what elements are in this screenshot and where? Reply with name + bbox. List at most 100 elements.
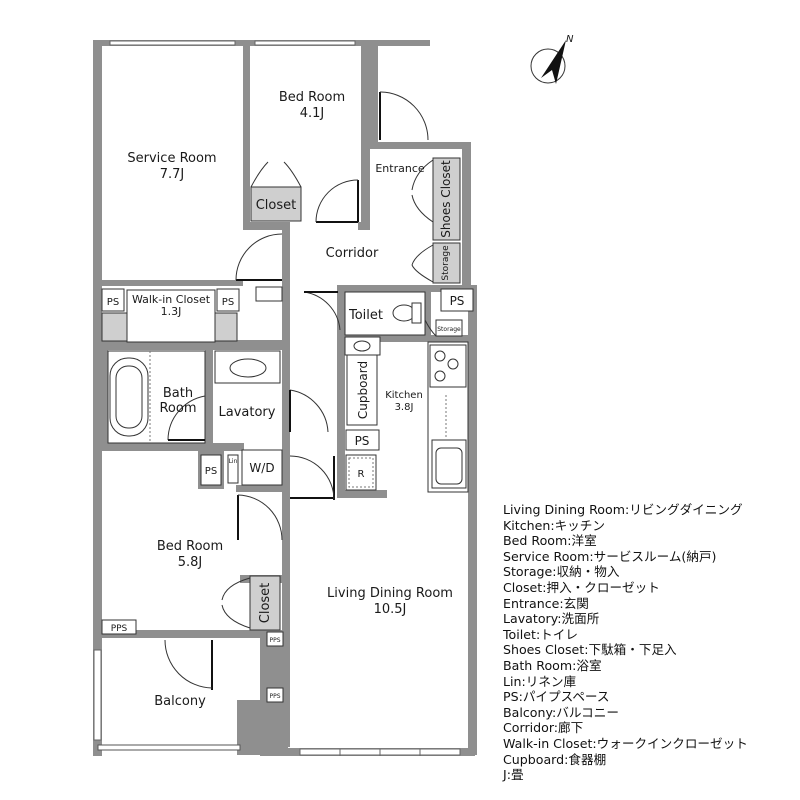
legend-item: Walk-in Closet:ウォークインクローゼット: [503, 735, 748, 751]
wall-bedroom-east: [361, 40, 370, 230]
closet-bedroom2-label: Closet: [258, 583, 273, 624]
legend-item: Lavatory:洗面所: [503, 611, 600, 627]
storage-toilet-label: Storage: [437, 326, 461, 333]
wall-toilet-east: [425, 285, 431, 340]
bedroom2-size: 5.8J: [178, 555, 203, 570]
closet-bedroom1-label: Closet: [256, 198, 297, 213]
door-toilet[interactable]: [303, 291, 341, 331]
pps-box-3: [266, 687, 284, 703]
svg-text:PPS: PPS: [111, 624, 128, 634]
door-service-room[interactable]: [235, 233, 283, 281]
wall-entrance-east: [462, 142, 471, 292]
pps-box-2: [266, 631, 284, 647]
door-lavatory[interactable]: [289, 389, 329, 433]
pps-box-1: [101, 619, 137, 635]
north-wall-entrance: [370, 40, 430, 46]
shoes-closet-label: Shoes Closet: [439, 160, 453, 238]
cupboard: [346, 354, 378, 426]
wd-label: W/D: [249, 461, 274, 475]
balcony-rail: [97, 744, 241, 751]
toilet-label: Toilet: [348, 308, 383, 323]
toilet-area: [344, 291, 426, 336]
svg-text:PS: PS: [107, 297, 119, 308]
shoes-closet: [432, 157, 461, 241]
legend-item: Balcony:バルコニー: [503, 704, 619, 720]
door-bedroom1[interactable]: [315, 179, 359, 223]
storage-entrance: [432, 242, 461, 284]
svg-text:PPS: PPS: [269, 637, 280, 644]
svg-text:PS: PS: [222, 297, 234, 308]
refrigerator-label: R: [358, 469, 365, 480]
kitchen-size: 3.8J: [395, 402, 414, 413]
wall-bath-west: [100, 345, 108, 450]
legend-item: Bath Room:浴室: [503, 657, 602, 673]
sink-basin: [229, 358, 267, 378]
kitchen-label: Kitchen: [385, 390, 423, 401]
wall-walkin-south: [93, 340, 283, 350]
ps-box-2: [216, 288, 240, 312]
living-label: Living Dining Room: [327, 586, 453, 601]
entrance-label: Entrance: [375, 162, 425, 175]
wall-toilet-west: [337, 285, 345, 355]
legend-item: J:畳: [503, 767, 524, 783]
wall-wd-south: [236, 485, 286, 492]
ps-box-kitchen: [345, 429, 380, 451]
corridor-label: Corridor: [326, 246, 379, 261]
wall-bath-south: [93, 443, 208, 451]
north-arrow-icon: N: [530, 34, 574, 84]
legend-item: Corridor:廊下: [503, 720, 584, 736]
linen-storage: [227, 454, 239, 484]
walk-in-closet-area: [126, 289, 216, 343]
door-bath[interactable]: [167, 395, 206, 441]
window-service: [109, 40, 236, 46]
svg-text:PS: PS: [450, 294, 465, 308]
legend-item: Kitchen:キッチン: [503, 517, 605, 533]
legend-item: Service Room:サービスルーム(納戸): [503, 548, 717, 564]
door-balcony[interactable]: [164, 639, 213, 689]
north-label: N: [566, 34, 574, 45]
svg-text:PS: PS: [355, 434, 370, 448]
wall-bedroom2-south: [93, 630, 283, 638]
legend-item: Toilet:トイレ: [503, 626, 578, 642]
door-entrance[interactable]: [379, 91, 429, 141]
refrigerator: [345, 454, 377, 491]
window-bedroom: [254, 40, 356, 46]
legend-item: PS:パイプスペース: [503, 689, 610, 705]
legend-item: Cupboard:食器棚: [503, 751, 607, 767]
svg-text:PS: PS: [205, 466, 217, 477]
legend-item: Lin:リネン庫: [503, 673, 577, 689]
bath-label-1: Bath: [163, 386, 193, 401]
wall-kitchen-west: [337, 335, 345, 495]
legend-item: Living Dining Room:リビングダイニング: [503, 502, 743, 517]
cupboard-label: Cupboard: [356, 361, 370, 419]
wall-toilet-north: [337, 285, 472, 292]
balcony-label: Balcony: [154, 694, 206, 709]
wall-toilet-south: [337, 335, 472, 342]
wall-entrance-top: [370, 142, 470, 149]
washer-dryer: [241, 449, 283, 486]
legend-item: Closet:押入・クローゼット: [503, 579, 660, 595]
closet-bedroom2: [249, 575, 281, 631]
lavatory-label: Lavatory: [219, 405, 276, 420]
wall-service-bedroom: [243, 40, 250, 225]
wall-kitchen-south: [337, 490, 387, 498]
ps-box-lavatory: [200, 454, 222, 486]
window-balcony-side: [93, 649, 102, 741]
walk-in-closet-label: Walk-in Closet: [132, 293, 211, 306]
linen-label: Lin: [229, 458, 238, 465]
corridor-niche: [255, 286, 283, 302]
door-living[interactable]: [289, 455, 335, 501]
svg-text:PPS: PPS: [269, 693, 280, 700]
legend-item: Entrance:玄関: [503, 595, 589, 611]
storage-entrance-label: Storage: [441, 245, 451, 281]
walk-in-closet-size: 1.3J: [161, 305, 182, 318]
legend: Living Dining Room:リビングダイニング Kitchen:キッチ…: [503, 502, 748, 783]
bedroom2-label: Bed Room: [157, 539, 223, 554]
legend-item: Bed Room:洋室: [503, 533, 597, 549]
door-bedroom2[interactable]: [237, 494, 283, 541]
service-room-size: 7.7J: [160, 167, 185, 182]
legend-item: Storage:収納・物入: [503, 564, 620, 580]
bedroom1-size: 4.1J: [300, 106, 325, 121]
ps-box-toilet: [440, 288, 474, 312]
